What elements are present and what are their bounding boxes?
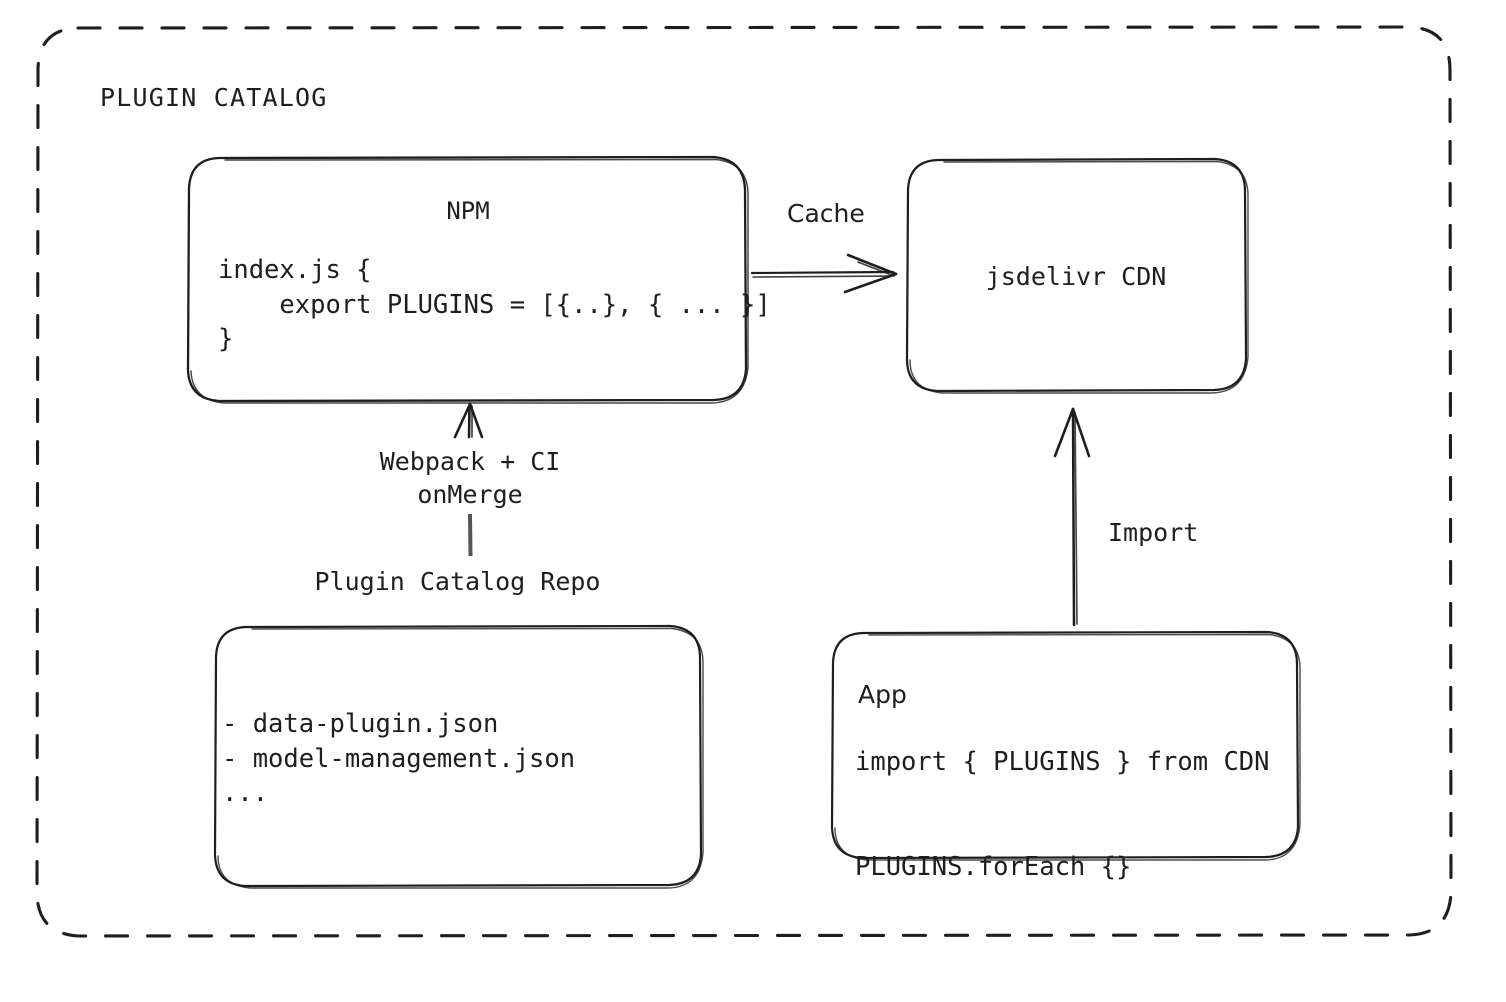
app-node-code: import { PLUGINS } from CDN PLUGINS.forE… — [855, 747, 1270, 883]
app-box[interactable] — [830, 630, 1301, 861]
jsdelivr-cdn-box[interactable] — [905, 157, 1249, 394]
npm-box[interactable] — [186, 155, 749, 404]
npm-node-code: index.js { export PLUGINS = [{..}, { ...… — [218, 255, 771, 355]
npm-node-title: NPM — [446, 197, 490, 225]
app-node-title: App — [858, 680, 907, 709]
import-arrow — [1053, 407, 1091, 627]
cdn-node-title: jsdelivr CDN — [985, 262, 1167, 291]
repo-node-title: Plugin Catalog Repo — [314, 567, 601, 596]
build-arrow — [453, 402, 484, 557]
cache-edge-label: Cache — [787, 199, 865, 228]
repo-node-files: - data-plugin.json - model-management.js… — [222, 709, 576, 809]
build-edge-label: Webpack + CI onMerge — [379, 447, 561, 509]
plugin-catalog-frame — [35, 25, 1453, 938]
import-edge-label: Import — [1108, 518, 1199, 547]
cache-arrow — [750, 253, 898, 294]
plugin-catalog-repo-box[interactable] — [213, 624, 704, 889]
frame-title: PLUGIN CATALOG — [100, 83, 328, 112]
